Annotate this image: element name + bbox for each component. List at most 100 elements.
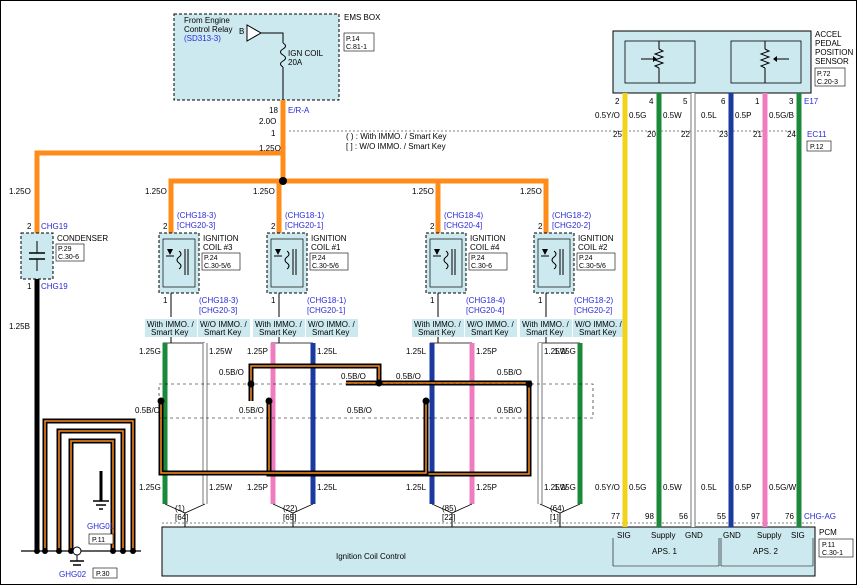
pcm-pin-a: (85): [442, 504, 457, 513]
coil-wire-wo: 1.25P: [476, 347, 497, 356]
pcm-ref-conn: C.30-1: [822, 550, 843, 557]
feed-wires: 18 E/R-A 2.0O 1 1.25O ( ) : With IMMO. /…: [34, 100, 801, 233]
coil-wire-with-bot: 1.25G: [139, 483, 161, 492]
feed-pin: 18: [269, 106, 278, 115]
ground-ghg02: GHG02: [59, 570, 87, 579]
coil-wire-wo: 1.25L: [317, 347, 338, 356]
coil-ref-page: P.24: [312, 255, 326, 262]
with-immo-box: [253, 319, 305, 337]
wo-immo-label: W/O IMMO. /: [308, 320, 355, 329]
aps-ref-page: P.72: [817, 71, 831, 78]
pcm-pin-b: [1]: [550, 513, 559, 522]
condenser: 1.25O 2 CHG19 CONDENSER P.29 C.30-6 1 CH…: [9, 187, 108, 551]
aps-pcm-pin: 77: [611, 512, 620, 521]
coil-pin-bottom: 1: [538, 296, 543, 305]
aps-line2: PEDAL: [815, 39, 842, 48]
fuse-icon: [280, 42, 286, 68]
ems-ref-conn: C.81-1: [346, 44, 367, 51]
aps-sensor-pin: 5: [683, 97, 688, 106]
ems-ref-page: P.14: [346, 36, 360, 43]
coil-label-1: IGNITION: [311, 234, 347, 243]
coil-wire-wo: 1.25W: [544, 347, 568, 356]
coil-conn-top-a: (CHG18-2): [552, 211, 591, 220]
coil-wire-with: 1.25P: [247, 347, 268, 356]
pcm-pin-a: (22): [283, 504, 298, 513]
with-immo-label-2: Smart Key: [526, 328, 563, 337]
coil-ref-page: P.24: [204, 255, 218, 262]
coil-wire-wo-bot: 1.25W: [209, 483, 233, 492]
coil-winding-icon: [551, 250, 557, 270]
aps-wire-top: 0.5W: [663, 111, 682, 120]
coil-wire-in: 1.25O: [520, 187, 542, 196]
aps-sensor: ACCEL PEDAL POSITION SENSOR P.72 C.20-3 …: [612, 30, 853, 152]
coil-label-1: IGNITION: [203, 234, 239, 243]
coil-wire-wo-bot: 1.25L: [317, 483, 338, 492]
condenser-pin-bottom: 1: [27, 282, 32, 291]
aps-wire-top: 0.5G/B: [769, 111, 794, 120]
condenser-pin-top: 2: [27, 222, 32, 231]
wo-immo-label-2: Smart Key: [312, 328, 349, 337]
with-immo-label: With IMMO. /: [414, 320, 461, 329]
aps-mid-pin: 20: [647, 130, 656, 139]
coil-label-2: COIL #4: [470, 243, 500, 252]
feed-wire-size: 2.0O: [259, 117, 276, 126]
pcm-pin-a: (64): [550, 504, 565, 513]
coil-conn-bot-a: (CHG18-3): [199, 296, 238, 305]
feed-connector: E/R-A: [288, 106, 310, 115]
aps-func-label: SIG: [791, 531, 805, 540]
aps-wire-bot: 0.5G/W: [769, 483, 797, 492]
aps-sensor-pin: 6: [721, 97, 726, 106]
diode-icon: [542, 249, 548, 255]
coil-conn-bot-b: [CHG20-3]: [199, 306, 237, 315]
ems-box: EMS BOX P.14 C.81-1 From Engine Control …: [173, 13, 381, 101]
pcm-aps1: APS. 1: [652, 547, 677, 556]
relay-terminal: B: [239, 27, 244, 36]
coil-wire-wo-bot: 1.25P: [476, 483, 497, 492]
wo-immo-label: W/O IMMO. /: [467, 320, 514, 329]
coil-conn-bot-a: (CHG18-1): [307, 296, 346, 305]
with-immo-label: With IMMO. /: [522, 320, 569, 329]
condenser-connector-top: CHG19: [41, 222, 68, 231]
with-immo-label-2: Smart Key: [259, 328, 296, 337]
aps-sensor-pin: 2: [615, 97, 620, 106]
with-immo-label-2: Smart Key: [151, 328, 188, 337]
coil-conn-top-b: [CHG20-3]: [177, 221, 215, 230]
coil-conn-bot-a: (CHG18-2): [574, 296, 613, 305]
wo-immo-box: [306, 319, 358, 337]
coil-ref-page: P.24: [471, 255, 485, 262]
aps-wire-top: 0.5P: [735, 111, 751, 120]
aps-ref-conn: C.20-3: [817, 79, 838, 86]
coil-label-2: COIL #1: [311, 243, 341, 252]
pcm-connector: CHG-AG: [804, 512, 836, 521]
coil-label-1: IGNITION: [578, 234, 614, 243]
aps-connector-top: E17: [804, 97, 819, 106]
coil-label-2: COIL #3: [203, 243, 233, 252]
coil-ref-conn: C.30-6: [471, 263, 492, 270]
pcm-label: PCM: [819, 528, 837, 537]
note-with: ( ) : With IMMO. / Smart Key: [346, 132, 446, 141]
with-immo-box: [145, 319, 197, 337]
coil-pin-bottom: 1: [271, 296, 276, 305]
coil-wire-wo-bot: 1.25W: [544, 483, 568, 492]
coil-pin-top: 2: [163, 222, 168, 231]
relay-line1: From Engine: [184, 16, 230, 25]
aps-line1: ACCEL: [815, 30, 842, 39]
ems-ref-box: [343, 32, 375, 52]
aps-line3: POSITION: [815, 48, 853, 57]
coil-wire-in: 1.25O: [145, 187, 167, 196]
coil-conn-top-b: [CHG20-2]: [552, 221, 590, 230]
aps-line4: SENSOR: [815, 57, 849, 66]
shield-wire-label-5: 0.5B/O: [347, 406, 372, 415]
shield-harness: 0.5B/O 0.5B/O 0.5B/O 0.5B/O 0.5B/O 0.5B/…: [21, 363, 594, 579]
coil-pin-bottom: 1: [430, 296, 435, 305]
aps-wire-bot: 0.5Y/O: [595, 483, 620, 492]
aps-func-label: SIG: [617, 531, 631, 540]
wo-immo-box: [465, 319, 517, 337]
main-wire: 1.25O: [259, 144, 281, 153]
relay-ref: (SD313-3): [184, 34, 221, 43]
